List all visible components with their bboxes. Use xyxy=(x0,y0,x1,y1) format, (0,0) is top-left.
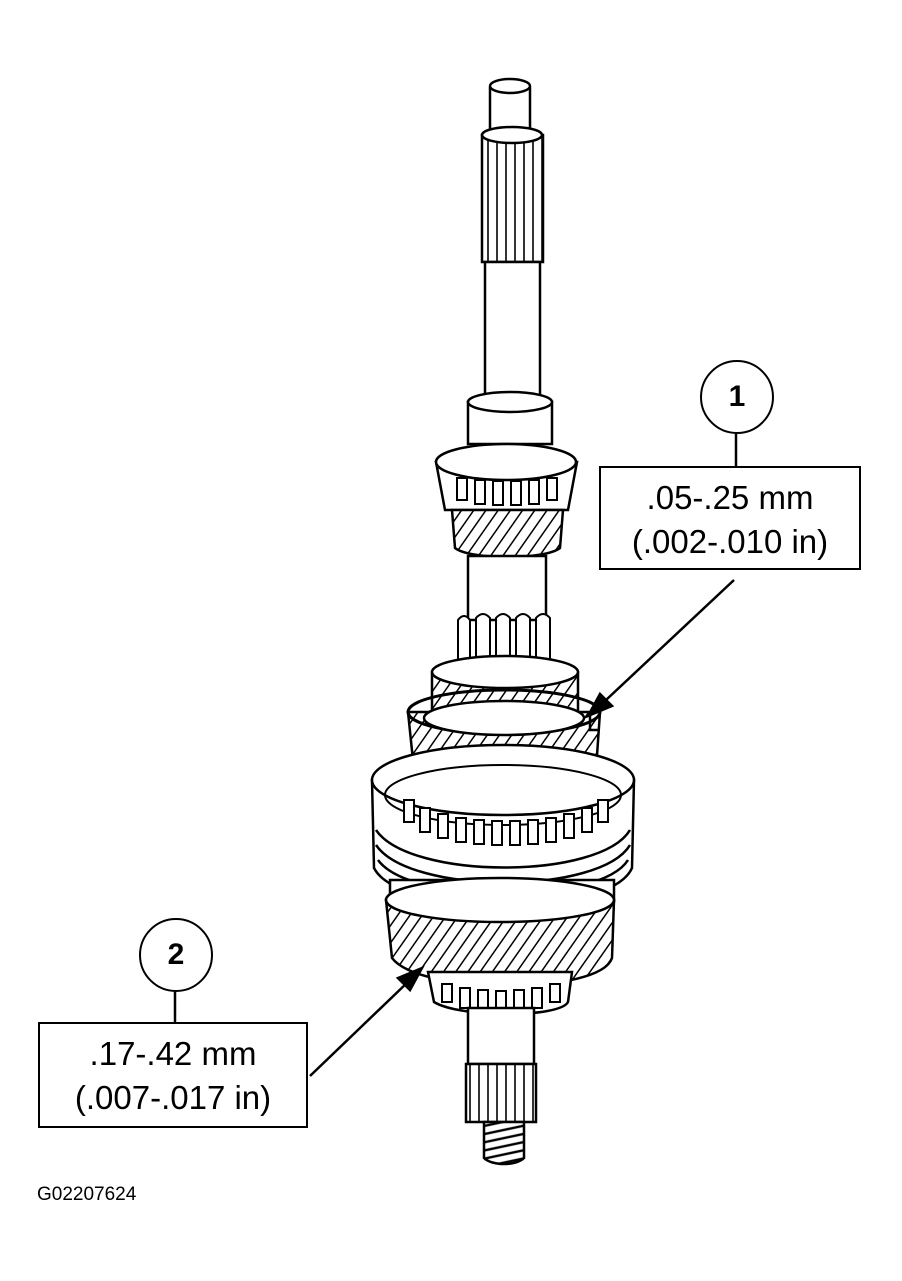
shaft-spline-upper xyxy=(480,133,545,264)
leader-2 xyxy=(173,965,425,1077)
callout-1-label: .05-.25 mm (.002-.010 in) xyxy=(599,466,861,570)
shaft-drawing xyxy=(370,77,636,1166)
upper-bearing xyxy=(434,442,579,512)
callout-1-imperial: (.002-.010 in) xyxy=(631,523,829,560)
shaft-output xyxy=(466,1006,536,1066)
callout-2-metric: .17-.42 mm xyxy=(89,1035,257,1072)
leader-1 xyxy=(585,428,738,732)
figure-id: G02207624 xyxy=(37,1184,137,1205)
callout-1-number: 1 xyxy=(700,360,774,434)
shaft-spline-lower xyxy=(464,1062,538,1124)
callout-2-label: .17-.42 mm (.007-.017 in) xyxy=(38,1022,308,1128)
upper-gear xyxy=(450,508,565,559)
synchro-teeth xyxy=(403,799,609,846)
shaft-thread xyxy=(482,1120,526,1166)
shaft-middle xyxy=(466,554,548,622)
lower-bearing xyxy=(426,970,574,1016)
callout-1-metric: .05-.25 mm xyxy=(646,479,814,516)
shaft-pilot xyxy=(488,86,532,134)
callout-2-imperial: (.007-.017 in) xyxy=(74,1079,272,1116)
shaft-journal xyxy=(483,260,542,400)
callout-2-number: 2 xyxy=(139,918,213,992)
